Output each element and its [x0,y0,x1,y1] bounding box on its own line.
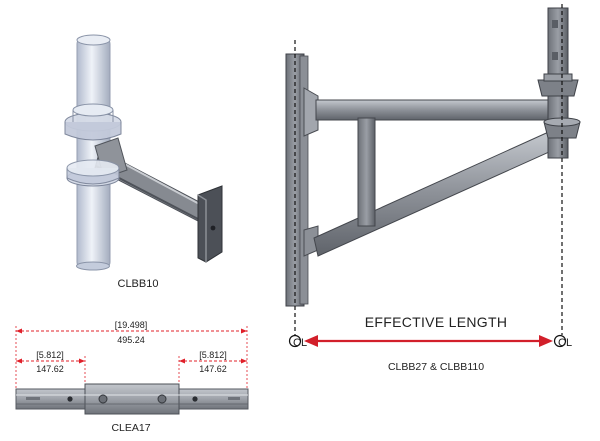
top-arm [315,99,549,121]
plate-hole [210,225,216,231]
sleeve-bolt-left [98,394,108,404]
diagonal-brace [313,129,559,257]
clea17-dimensions [15,326,248,395]
tube-top-end [76,34,111,46]
clbb10-caption: CLBB10 [118,278,159,290]
left-end-metric: 147.62 [36,364,64,374]
left-cl-symbol: CL [288,334,307,349]
right-end-metric: 147.62 [199,364,227,374]
left-end-imperial: [5.812] [36,350,64,360]
rail-hole-left [67,396,73,402]
clea17-caption: CLEA17 [111,422,150,434]
clbb10-bracket [64,34,223,271]
effective-length-arrow [304,335,553,347]
clbb27-caption: CLBB27 & CLBB110 [388,361,484,373]
svg-text:CL: CL [558,337,572,349]
right-end-imperial: [5.812] [199,350,227,360]
clea17-rail [15,383,249,415]
overall-imperial: [19.498] [115,320,148,330]
overall-metric: 495.24 [117,335,145,345]
effective-length-label: EFFECTIVE LENGTH [365,314,507,330]
clbb27-bracket [285,7,581,307]
right-cl-symbol: CL [553,334,572,349]
svg-text:CL: CL [293,337,307,349]
sleeve-bolt-right [157,394,167,404]
end-plate [197,185,223,263]
rail-hole-right [192,396,198,402]
upper-cup [537,79,579,97]
vertical-strut [357,117,376,227]
